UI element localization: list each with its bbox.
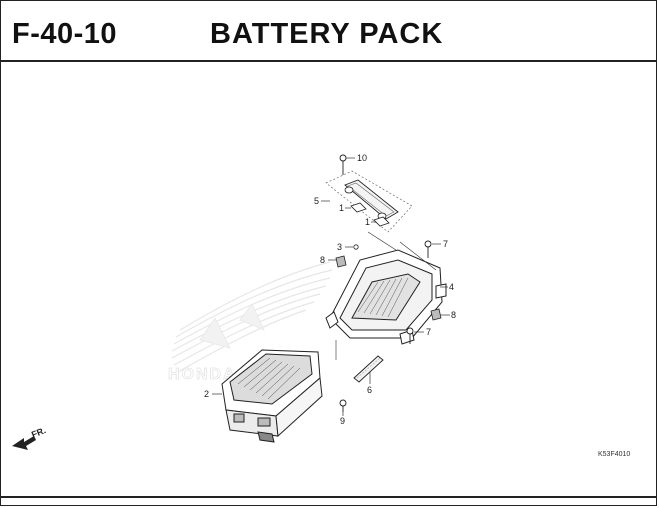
parts-diagram: HONDA 10 5 1 1 3 8 7	[12, 153, 630, 458]
part-8-grommet-upper	[335, 255, 347, 268]
callout-6: 6	[367, 385, 372, 395]
callout-10: 10	[357, 153, 367, 163]
front-direction-label: FR.	[30, 425, 47, 440]
part-8-grommet-right	[430, 308, 442, 321]
part-5-battery-band	[325, 170, 413, 233]
callout-7b: 7	[426, 327, 431, 337]
honda-wing-watermark: HONDA	[168, 261, 333, 383]
part-10-bolt	[339, 154, 347, 175]
callout-8b: 8	[451, 310, 456, 320]
front-direction-arrow: FR.	[12, 425, 47, 450]
part-1-rubber-pad	[350, 202, 390, 227]
callout-1a: 1	[339, 203, 344, 213]
callout-8a: 8	[320, 255, 325, 265]
footer-rule	[0, 496, 657, 498]
page-header: F-40-10 BATTERY PACK	[0, 0, 657, 62]
page-title: BATTERY PACK	[210, 18, 444, 50]
honda-watermark-text: HONDA	[168, 366, 237, 383]
part-7-bolt-lower	[406, 327, 414, 344]
callout-3: 3	[337, 242, 342, 252]
callout-9: 9	[340, 416, 345, 426]
callout-4: 4	[449, 282, 454, 292]
diagram-ref-code: K53F4010	[598, 451, 630, 458]
callout-7a: 7	[443, 239, 448, 249]
part-6-strap	[353, 355, 384, 383]
callout-1b: 1	[365, 217, 370, 227]
part-9-bolt	[339, 399, 347, 412]
section-code: F-40-10	[12, 18, 118, 50]
callout-5: 5	[314, 196, 319, 206]
part-4-battery-box	[325, 249, 447, 345]
part-3-clip	[353, 244, 359, 250]
part-2-battery	[221, 349, 323, 443]
callout-2: 2	[204, 389, 209, 399]
part-7-bolt-upper	[424, 240, 432, 258]
